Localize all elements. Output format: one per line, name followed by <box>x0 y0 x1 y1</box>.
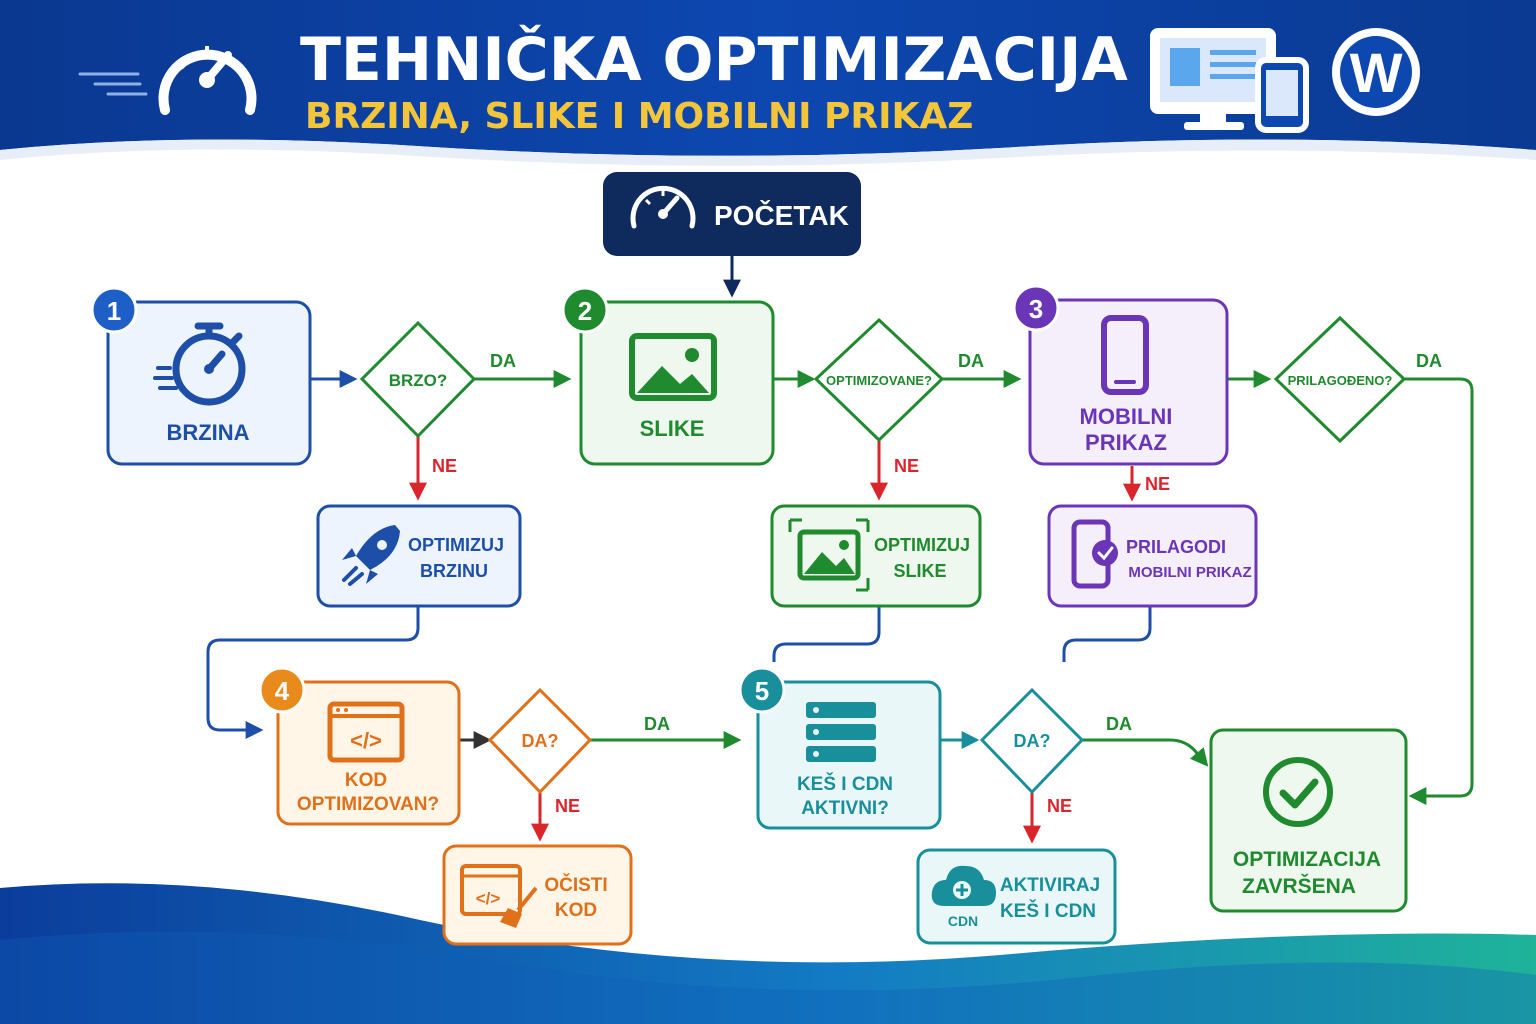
step-kod: 4 </> KOD OPTIMIZOVAN? <box>258 666 461 826</box>
step-label: SLIKE <box>640 416 705 441</box>
step-label: BRZINA <box>166 420 249 445</box>
action-optimizuj-slike: OPTIMIZUJ SLIKE <box>770 504 982 608</box>
action-label: PRILAGODI <box>1126 537 1226 557</box>
code-window-icon: </> <box>327 701 405 763</box>
action-label: AKTIVIRAJ <box>1000 875 1100 896</box>
step-label: KEŠ I CDN <box>797 773 893 795</box>
action-label: KEŠ I CDN <box>1000 900 1096 922</box>
smartphone-icon <box>1101 315 1149 395</box>
step-label: OPTIMIZOVAN? <box>297 794 439 815</box>
decision-brzo: BRZO? <box>359 320 477 439</box>
edge-label-no: NE <box>432 456 457 476</box>
decision-label: OPTIMIZOVANE? <box>826 373 932 388</box>
action-prilagodi: PRILAGODI MOBILNI PRIKAZ <box>1047 504 1258 608</box>
devices-icon <box>1150 28 1309 133</box>
step-kes-cdn: 5 KEŠ I CDN AKTIVNI? <box>738 666 942 830</box>
decision-optimizovane: OPTIMIZOVANE? <box>813 317 945 443</box>
step-mobilni: 3 MOBILNI PRIKAZ <box>1012 284 1229 466</box>
edge-label-yes: DA <box>1416 351 1442 371</box>
wordpress-icon: W <box>1332 28 1420 116</box>
final-label: ZAVRŠENA <box>1242 874 1356 898</box>
decision-kod: DA? <box>487 687 593 795</box>
decision-prilagodjeno: PRILAGOĐENO? <box>1273 315 1407 444</box>
phone-check-icon <box>1071 519 1118 589</box>
edge-label-yes: DA <box>1106 714 1132 734</box>
action-label: MOBILNI PRIKAZ <box>1128 564 1251 581</box>
action-label: OPTIMIZUJ <box>408 535 504 555</box>
step-label: MOBILNI <box>1080 404 1173 429</box>
step-label: AKTIVNI? <box>801 798 889 819</box>
cdn-badge: CDN <box>948 913 978 929</box>
step-slike: 2 SLIKE <box>561 286 775 466</box>
edge-label-no: NE <box>894 456 919 476</box>
page-subtitle: BRZINA, SLIKE I MOBILNI PRIKAZ <box>305 96 973 137</box>
footer-wave <box>0 883 1536 1024</box>
start-label: POČETAK <box>714 199 849 231</box>
step-label: PRIKAZ <box>1085 430 1167 455</box>
decision-label: DA? <box>522 731 559 751</box>
server-icon <box>806 702 876 762</box>
step-brzina: 1 BRZINA <box>90 286 312 466</box>
step-number: 4 <box>275 676 290 706</box>
action-label: OPTIMIZUJ <box>874 535 970 555</box>
step-number: 3 <box>1029 294 1043 324</box>
step-label: KOD <box>345 770 387 791</box>
edge-label-yes: DA <box>644 714 670 734</box>
start-node: POČETAK <box>603 172 861 256</box>
check-circle-icon <box>1263 757 1333 827</box>
decision-label: PRILAGOĐENO? <box>1288 373 1393 388</box>
action-label: SLIKE <box>893 561 946 581</box>
action-label: OČISTI <box>544 874 607 896</box>
final-node: OPTIMIZACIJA ZAVRŠENA <box>1209 728 1408 913</box>
edge-labels: DA NE DA NE DA NE DA NE DA NE <box>432 351 1442 816</box>
decision-kes: DA? <box>979 687 1085 795</box>
rocket-icon <box>342 525 400 586</box>
svg-text:</>: </> <box>350 728 382 753</box>
speedometer-icon <box>630 185 696 229</box>
action-label: BRZINU <box>420 561 488 581</box>
edge-label-yes: DA <box>958 351 984 371</box>
edge-label-yes: DA <box>490 351 516 371</box>
edge-label-no: NE <box>1047 796 1072 816</box>
image-resize-icon <box>788 518 870 592</box>
action-ocisti-kod: </> OČISTI KOD <box>442 844 633 946</box>
decision-label: BRZO? <box>389 371 448 390</box>
svg-text:</>: </> <box>476 889 501 908</box>
connectors <box>206 256 1474 844</box>
action-label: KOD <box>555 900 597 921</box>
step-number: 5 <box>755 676 769 706</box>
final-label: OPTIMIZACIJA <box>1233 848 1381 871</box>
step-number: 2 <box>578 296 592 326</box>
action-aktiviraj: CDN AKTIVIRAJ KEŠ I CDN <box>916 848 1117 945</box>
svg-text:W: W <box>1350 41 1403 104</box>
code-broom-icon: </> <box>460 864 538 928</box>
edge-label-no: NE <box>555 796 580 816</box>
cloud-cdn-icon: CDN <box>931 865 996 929</box>
speedometer-icon <box>78 46 257 115</box>
action-optimizuj-brzinu: OPTIMIZUJ BRZINU <box>316 504 522 608</box>
edge-label-no: NE <box>1145 474 1170 494</box>
page-title: TEHNIČKA OPTIMIZACIJA <box>300 24 1128 95</box>
image-icon <box>629 333 717 401</box>
step-number: 1 <box>107 296 121 326</box>
decision-label: DA? <box>1014 731 1051 751</box>
